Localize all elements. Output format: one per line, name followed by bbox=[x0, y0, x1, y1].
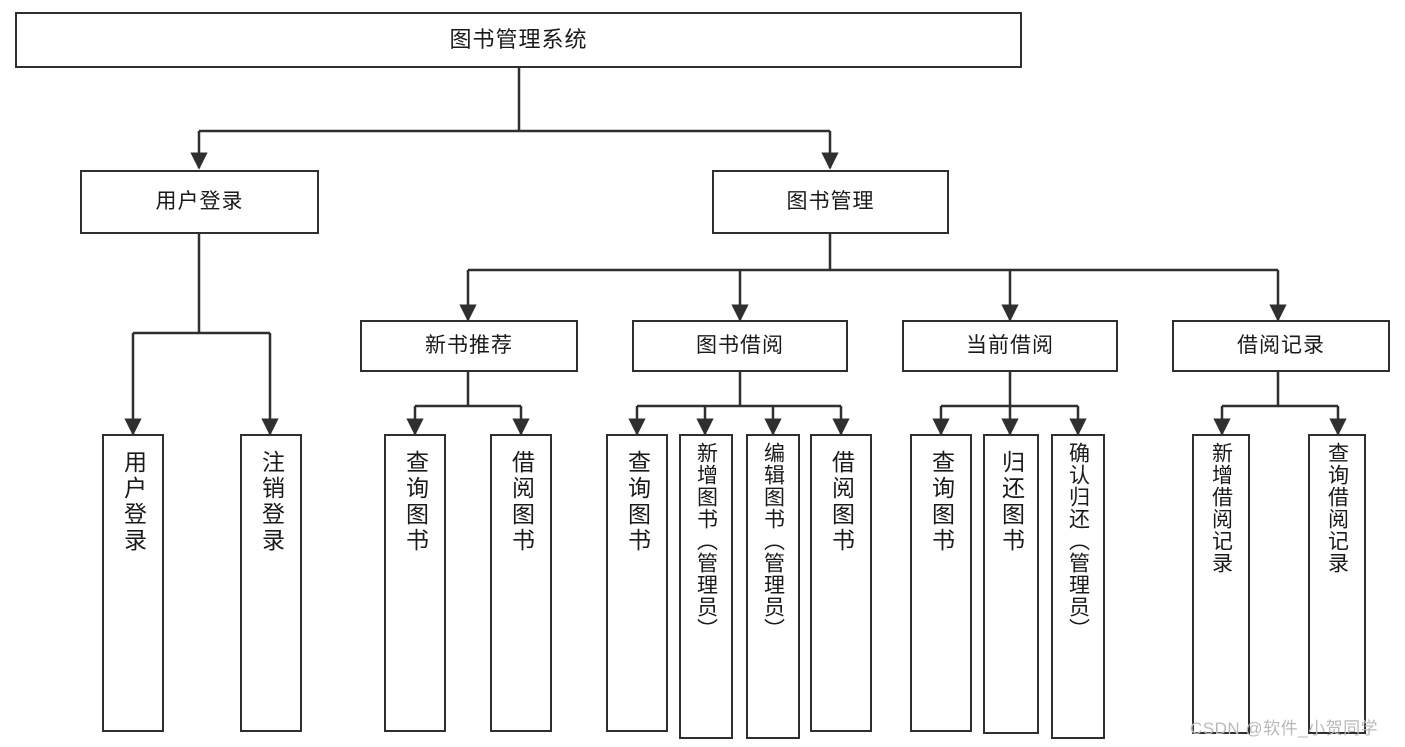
node-leaf-user-login[interactable]: 用户登录 bbox=[102, 434, 164, 732]
node-current-borrow-label: 当前借阅 bbox=[966, 333, 1054, 357]
node-user-login-label: 用户登录 bbox=[155, 189, 244, 213]
node-leaf-logout-label: 注销登录 bbox=[258, 450, 285, 554]
node-leaf-query-book-3-label: 查询图书 bbox=[928, 450, 955, 554]
node-leaf-user-login-label: 用户登录 bbox=[120, 450, 147, 554]
node-leaf-confirm-return-label: 确认归还（管理员） bbox=[1066, 442, 1090, 640]
node-leaf-query-book-2[interactable]: 查询图书 bbox=[606, 434, 668, 732]
node-root-label: 图书管理系统 bbox=[449, 27, 588, 53]
node-leaf-borrow-book-1[interactable]: 借阅图书 bbox=[490, 434, 552, 732]
node-leaf-add-record[interactable]: 新增借阅记录 bbox=[1192, 434, 1250, 734]
node-leaf-query-book-3[interactable]: 查询图书 bbox=[910, 434, 972, 732]
node-book-manage-label: 图书管理 bbox=[786, 189, 875, 213]
node-leaf-borrow-book-2[interactable]: 借阅图书 bbox=[810, 434, 872, 732]
node-leaf-return-book[interactable]: 归还图书 bbox=[983, 434, 1039, 734]
node-leaf-add-book[interactable]: 新增图书（管理员） bbox=[679, 434, 733, 739]
node-leaf-borrow-book-1-label: 借阅图书 bbox=[508, 450, 535, 554]
node-leaf-confirm-return[interactable]: 确认归还（管理员） bbox=[1051, 434, 1105, 739]
node-current-borrow[interactable]: 当前借阅 bbox=[902, 320, 1118, 372]
node-leaf-query-record[interactable]: 查询借阅记录 bbox=[1308, 434, 1366, 734]
node-leaf-query-record-label: 查询借阅记录 bbox=[1325, 442, 1349, 574]
node-leaf-borrow-book-2-label: 借阅图书 bbox=[828, 450, 855, 554]
node-leaf-add-record-label: 新增借阅记录 bbox=[1209, 442, 1233, 574]
node-leaf-query-book-2-label: 查询图书 bbox=[624, 450, 651, 554]
node-book-borrow[interactable]: 图书借阅 bbox=[632, 320, 848, 372]
node-book-borrow-label: 图书借阅 bbox=[696, 333, 784, 357]
node-leaf-edit-book[interactable]: 编辑图书（管理员） bbox=[746, 434, 800, 739]
node-leaf-edit-book-label: 编辑图书（管理员） bbox=[761, 442, 785, 640]
node-leaf-add-book-label: 新增图书（管理员） bbox=[694, 442, 718, 640]
node-leaf-query-book-1-label: 查询图书 bbox=[402, 450, 429, 554]
node-new-book-rec[interactable]: 新书推荐 bbox=[360, 320, 578, 372]
node-borrow-record-label: 借阅记录 bbox=[1237, 333, 1325, 357]
node-book-manage[interactable]: 图书管理 bbox=[712, 170, 949, 234]
csdn-watermark: CSDN @软件_小贺同学 bbox=[1190, 719, 1379, 738]
node-user-login[interactable]: 用户登录 bbox=[80, 170, 319, 234]
node-leaf-return-book-label: 归还图书 bbox=[998, 450, 1025, 554]
node-borrow-record[interactable]: 借阅记录 bbox=[1172, 320, 1390, 372]
node-leaf-query-book-1[interactable]: 查询图书 bbox=[384, 434, 446, 732]
node-new-book-rec-label: 新书推荐 bbox=[425, 333, 513, 357]
node-root[interactable]: 图书管理系统 bbox=[15, 12, 1022, 68]
node-leaf-logout[interactable]: 注销登录 bbox=[240, 434, 302, 732]
